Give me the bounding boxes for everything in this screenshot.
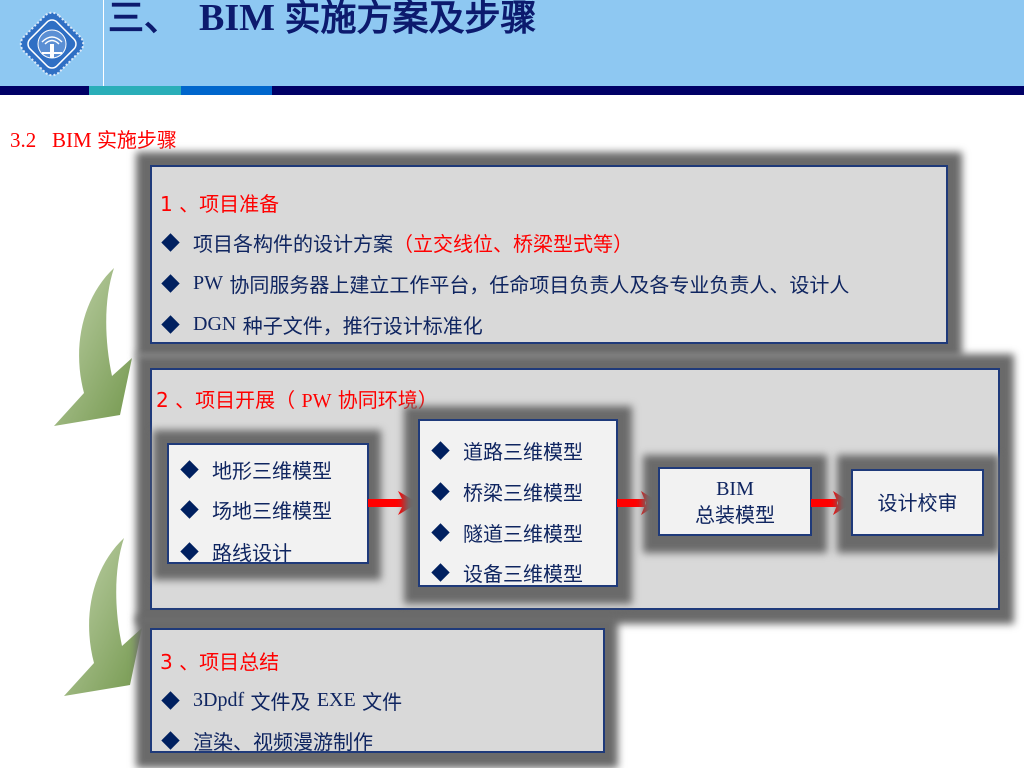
slide-header: 三、 BIM 实施方案及步骤 xyxy=(0,0,1024,92)
bullet-diamond-icon xyxy=(431,482,450,501)
step1-bullet-1: 项目各构件的设计方案（立交线位、桥梁型式等） xyxy=(158,228,633,257)
step1-bullet-2: PW 协同服务器上建立工作平台，任命项目负责人及各专业负责人、设计人 xyxy=(158,269,849,298)
university-seal-icon xyxy=(19,11,85,77)
bullet-diamond-icon xyxy=(161,691,180,710)
bullet-diamond-icon xyxy=(431,441,450,460)
step3-bullet-1: 3Dpdf 文件及 EXE 文件 xyxy=(158,686,402,715)
header-band-navy-long xyxy=(272,86,1024,95)
curved-down-arrow-icon xyxy=(64,538,142,696)
bim-assembly-model-box: BIM 总装模型 xyxy=(658,467,812,536)
bullet-diamond-icon xyxy=(161,315,180,334)
step2-heading: 2 、项目开展（ PW 协同环境） xyxy=(156,388,438,412)
header-band-navy xyxy=(0,86,89,95)
step1-heading: 1 、项目准备 xyxy=(160,192,280,216)
curved-down-arrow-icon xyxy=(54,268,132,426)
bullet-diamond-icon xyxy=(161,233,180,252)
box-b-item-2: 桥梁三维模型 xyxy=(428,477,583,506)
bullet-diamond-icon xyxy=(180,500,199,519)
box-a-item-2: 场地三维模型 xyxy=(177,495,332,524)
bullet-diamond-icon xyxy=(180,460,199,479)
bullet-diamond-icon xyxy=(161,274,180,293)
step3-panel: 3 、项目总结 3Dpdf 文件及 EXE 文件 渲染、视频漫游制作 xyxy=(150,628,605,753)
header-divider xyxy=(103,0,104,92)
box-b-item-4: 设备三维模型 xyxy=(428,558,583,585)
step3-bullet-2: 渲染、视频漫游制作 xyxy=(158,726,373,751)
step3-heading: 3 、项目总结 xyxy=(160,650,280,674)
box-a-item-1: 地形三维模型 xyxy=(177,455,332,484)
header-band-blue xyxy=(181,86,272,95)
step1-panel xyxy=(150,165,948,344)
bullet-diamond-icon xyxy=(431,563,450,582)
box-b-item-1: 道路三维模型 xyxy=(428,436,583,465)
box-b-item-3: 隧道三维模型 xyxy=(428,518,583,547)
section-subtitle: 3.2 BIM 实施步骤 xyxy=(10,128,177,152)
terrain-models-box: 地形三维模型 场地三维模型 路线设计 xyxy=(167,443,369,564)
header-band-teal xyxy=(89,86,181,95)
page-title: 三、 BIM 实施方案及步骤 xyxy=(108,0,537,39)
design-review-box: 设计校审 xyxy=(851,469,984,536)
box-a-item-3: 路线设计 xyxy=(177,537,292,562)
bullet-diamond-icon xyxy=(180,542,199,561)
bullet-diamond-icon xyxy=(161,731,180,750)
step1-bullet-3: DGN 种子文件，推行设计标准化 xyxy=(158,310,483,339)
road-models-box: 道路三维模型 桥梁三维模型 隧道三维模型 设备三维模型 xyxy=(418,419,618,587)
bullet-diamond-icon xyxy=(431,523,450,542)
